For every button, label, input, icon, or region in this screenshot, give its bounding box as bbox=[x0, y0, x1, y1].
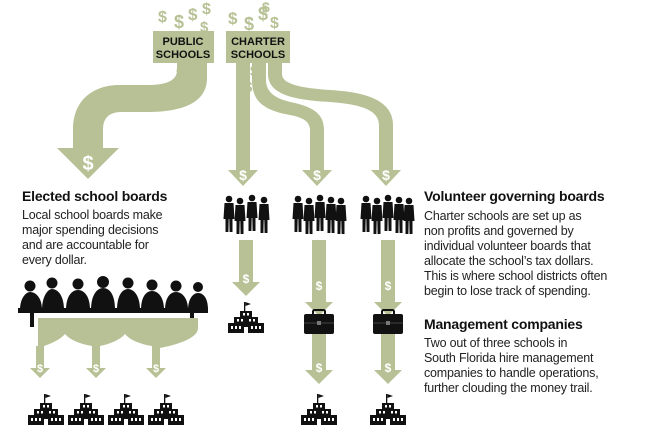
description-line: individual volunteer boards that bbox=[424, 239, 591, 253]
svg-text:$: $ bbox=[82, 153, 93, 175]
svg-text:$: $ bbox=[382, 167, 390, 183]
description-line: allocate the school’s tax dollars. bbox=[424, 254, 594, 268]
svg-text:$: $ bbox=[194, 61, 202, 77]
school-building-icon bbox=[28, 394, 64, 425]
charter-lower-arrows bbox=[232, 240, 402, 384]
description-line: begin to lose track of spending. bbox=[424, 284, 591, 298]
svg-text:$: $ bbox=[244, 14, 254, 34]
svg-text:$: $ bbox=[228, 9, 238, 28]
svg-text:$: $ bbox=[158, 9, 167, 26]
school-building-icon bbox=[370, 394, 406, 425]
svg-text:$: $ bbox=[122, 363, 128, 375]
svg-text:$: $ bbox=[316, 361, 323, 375]
svg-text:SCHOOLS: SCHOOLS bbox=[156, 49, 210, 61]
svg-text:$: $ bbox=[174, 12, 184, 32]
school-building-icon bbox=[148, 394, 184, 425]
description-line: further clouding the money trail. bbox=[424, 381, 593, 395]
board-distribution-arrows bbox=[30, 318, 198, 378]
people-silhouette-icon bbox=[360, 194, 415, 234]
svg-text:$: $ bbox=[244, 79, 253, 96]
description-line: Two out of three schools in bbox=[424, 336, 568, 350]
svg-text:$: $ bbox=[313, 167, 321, 183]
elected-boards-heading: Elected school boards bbox=[22, 188, 168, 204]
svg-text:$: $ bbox=[316, 279, 323, 293]
description-line: companies to handle operations, bbox=[424, 366, 599, 380]
svg-text:CHARTER: CHARTER bbox=[231, 36, 285, 48]
description-line: non profits and governed by bbox=[424, 224, 574, 238]
svg-text:$: $ bbox=[37, 363, 43, 375]
people-silhouette-icon bbox=[292, 194, 347, 234]
svg-text:$: $ bbox=[258, 4, 268, 24]
school-building-icon bbox=[228, 302, 264, 333]
public-schools-label: PUBLIC SCHOOLS bbox=[153, 31, 214, 63]
svg-text:$: $ bbox=[239, 167, 247, 183]
svg-text:SCHOOLS: SCHOOLS bbox=[231, 49, 285, 61]
people-silhouette-icon bbox=[223, 194, 270, 234]
school-building-icon bbox=[68, 394, 104, 425]
svg-text:$: $ bbox=[270, 15, 279, 32]
svg-text:$: $ bbox=[262, 0, 270, 15]
svg-text:$: $ bbox=[188, 5, 198, 24]
svg-text:$: $ bbox=[268, 67, 276, 83]
svg-text:$: $ bbox=[186, 75, 195, 92]
svg-text:$: $ bbox=[200, 19, 209, 36]
description-line: and are accountable for bbox=[22, 238, 149, 252]
svg-text:$: $ bbox=[243, 272, 250, 286]
svg-text:$: $ bbox=[202, 1, 211, 18]
management-companies-description: Two out of three schools in South Florid… bbox=[424, 336, 646, 396]
dollar-sign-icons: $ $ $ $ bbox=[37, 363, 159, 375]
floating-dollar-icons: $ $ $ $ $ $ $ $ $ $ $ $ $ $ $ $ $ $ bbox=[158, 0, 279, 96]
description-line: every dollar. bbox=[22, 253, 87, 267]
description-line: South Florida hire management bbox=[424, 351, 594, 365]
public-money-arrow bbox=[57, 60, 207, 179]
charter-money-arrows bbox=[228, 60, 401, 186]
management-companies-heading: Management companies bbox=[424, 316, 583, 332]
school-building-icon bbox=[301, 394, 337, 425]
svg-text:$: $ bbox=[250, 63, 259, 80]
volunteer-boards-heading: Volunteer governing boards bbox=[424, 188, 605, 204]
charter-schools-label: CHARTER SCHOOLS bbox=[226, 31, 290, 63]
board-meeting-icon bbox=[18, 276, 208, 327]
svg-text:$: $ bbox=[385, 279, 392, 293]
svg-text:$: $ bbox=[153, 363, 159, 375]
description-line: This is where school districts often bbox=[424, 269, 608, 283]
svg-text:$: $ bbox=[93, 363, 99, 375]
dollar-sign-icons: $ $ $ $ $ $ $ $ $ bbox=[82, 153, 391, 375]
volunteer-boards-description: Charter schools are set up as non profit… bbox=[424, 209, 646, 299]
school-building-icon bbox=[108, 394, 144, 425]
description-line: major spending decisions bbox=[22, 223, 159, 237]
svg-text:$: $ bbox=[176, 65, 185, 82]
svg-text:$: $ bbox=[258, 77, 266, 93]
elected-boards-description: Local school boards make major spending … bbox=[22, 208, 212, 268]
description-line: Local school boards make bbox=[22, 208, 163, 222]
svg-text:PUBLIC: PUBLIC bbox=[163, 36, 204, 48]
svg-text:$: $ bbox=[236, 65, 245, 82]
description-line: Charter schools are set up as bbox=[424, 209, 582, 223]
svg-text:$: $ bbox=[385, 361, 392, 375]
